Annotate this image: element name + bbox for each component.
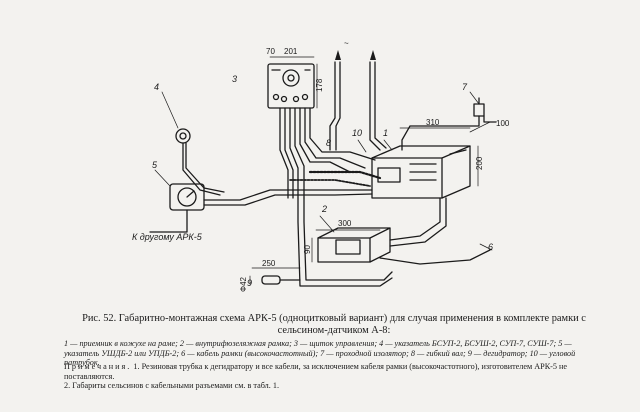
dim-cable-length: 250 [262, 259, 276, 268]
label-part-6: 6 [488, 242, 493, 252]
indicator-4 [161, 91, 225, 196]
label-part-5: 5 [152, 160, 158, 170]
label-part-7: 7 [462, 82, 468, 92]
dim-cable-dia: Ф42 [239, 276, 248, 292]
figure-notes: Примечания. 1. Резиновая трубка к дегидр… [64, 362, 604, 391]
figure-caption: Рис. 52. Габаритно-монтажная схема АРК-5… [82, 313, 586, 336]
figure-legend: 1 — приемник в кожухе на раме; 2 — внутр… [64, 339, 576, 368]
label-part-10: 10 [352, 128, 362, 138]
callout-other-ark5: К другому АРК-5 [132, 232, 203, 242]
dim-panel-width: 201 [284, 47, 298, 56]
label-part-1: 1 [383, 128, 388, 138]
dim-receiver-height: 200 [475, 156, 484, 170]
notes-heading: Примечания. [64, 362, 132, 371]
label-part-2: 2 [321, 204, 327, 214]
note-1: 1. Резиновая трубка к дегидратору и все … [64, 362, 568, 381]
tilde-mark: ~ [344, 39, 349, 48]
label-part-9: 9 [247, 278, 252, 288]
insulator-7 [469, 91, 485, 117]
dim-frame-length: 300 [338, 219, 352, 228]
loop-frame-2 [311, 215, 391, 263]
label-part-4: 4 [154, 82, 159, 92]
dim-receiver-width: 310 [426, 118, 440, 127]
dim-receiver-depth: 100 [496, 119, 510, 128]
label-part-8: 8 [326, 138, 331, 148]
dim-panel-height: 178 [315, 78, 324, 92]
label-part-3: 3 [232, 74, 237, 84]
note-2: 2. Габариты сельсинов с кабельными разъе… [64, 381, 279, 391]
assembly-diagram: 1 2 3 4 5 6 7 8 9 10 310 100 200 201 178… [132, 39, 510, 292]
dim-panel-top: 70 [266, 47, 275, 56]
indicator-5 [149, 169, 373, 233]
control-panel-3 [267, 56, 318, 109]
receiver-1 [371, 145, 471, 199]
dim-frame-height: 90 [303, 245, 312, 254]
dehydrator-9 [249, 267, 301, 285]
